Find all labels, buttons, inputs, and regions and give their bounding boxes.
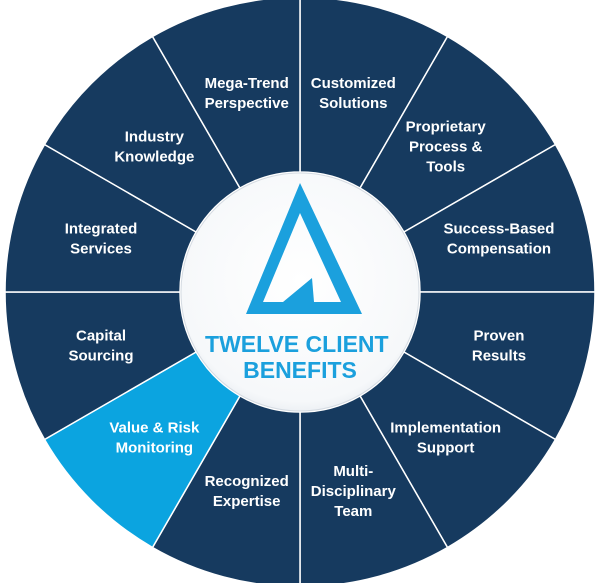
center-title: TWELVE CLIENT BENEFITS — [205, 331, 395, 383]
segment-label-line: Expertise — [213, 493, 281, 510]
segments-layer — [4, 0, 596, 583]
segment-label-line: Implementation — [390, 420, 501, 437]
segment-label-line: Process & — [409, 138, 483, 155]
triangle-a-logo — [246, 183, 362, 314]
segment-label-line: Compensation — [447, 241, 551, 258]
segment-label-line: Mega-Trend — [205, 75, 289, 92]
segment-label-line: Customized — [311, 75, 396, 92]
segment-label-line: Recognized — [205, 473, 289, 490]
segment-label-line: Sourcing — [69, 347, 134, 364]
segment-label-line: Value & Risk — [109, 420, 200, 437]
center-title-line-1: TWELVE CLIENT — [205, 331, 389, 357]
segment-label-line: Knowledge — [114, 148, 194, 165]
segment-label-line: Proven — [474, 327, 525, 344]
segment-label-line: Integrated — [65, 221, 138, 238]
segment-label-line: Multi- — [333, 463, 373, 480]
segment-label-line: Proprietary — [406, 118, 487, 135]
segment-label-line: Team — [334, 503, 372, 520]
segment-label-line: Success-Based — [444, 221, 555, 238]
wheel-segment — [151, 0, 301, 190]
segment-label-line: Tools — [426, 158, 465, 175]
segment-label-line: Support — [417, 440, 475, 457]
segment-label-line: Solutions — [319, 95, 387, 112]
wheel-segment — [299, 394, 449, 583]
logo-mark — [246, 183, 362, 314]
segment-label-line: Disciplinary — [311, 483, 397, 500]
segment-label-line: Monitoring — [116, 440, 193, 457]
segment-label-line: Services — [70, 241, 132, 258]
center-title-line-2: BENEFITS — [243, 357, 357, 383]
segment-label-line: Results — [472, 347, 526, 364]
segment-label-line: Perspective — [205, 95, 289, 112]
segment-label-line: Industry — [125, 128, 185, 145]
segment-label-line: Capital — [76, 327, 126, 344]
